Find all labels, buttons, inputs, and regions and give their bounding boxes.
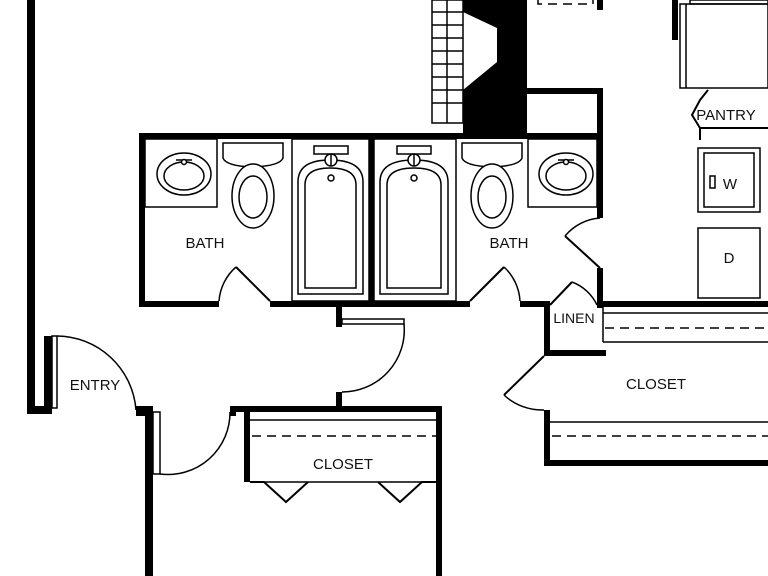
bath-left-label: BATH xyxy=(186,235,225,252)
doors xyxy=(51,217,601,504)
walls xyxy=(27,0,768,576)
closet-bottom-label: CLOSET xyxy=(313,456,373,473)
bath-left-fixtures xyxy=(144,138,370,302)
dryer-label: D xyxy=(724,250,735,267)
bath-right-label: BATH xyxy=(490,235,529,252)
linen-label: LINEN xyxy=(553,310,594,326)
kitchen-fixtures xyxy=(537,0,768,140)
closet-right-label: CLOSET xyxy=(626,376,686,393)
bath-right-fixtures xyxy=(373,138,598,302)
closet-lines xyxy=(250,307,768,483)
pantry-label: PANTRY xyxy=(696,107,755,124)
entry-label: ENTRY xyxy=(70,377,121,394)
fireplace xyxy=(431,0,521,138)
laundry xyxy=(697,147,761,299)
washer-label: W xyxy=(723,176,738,193)
